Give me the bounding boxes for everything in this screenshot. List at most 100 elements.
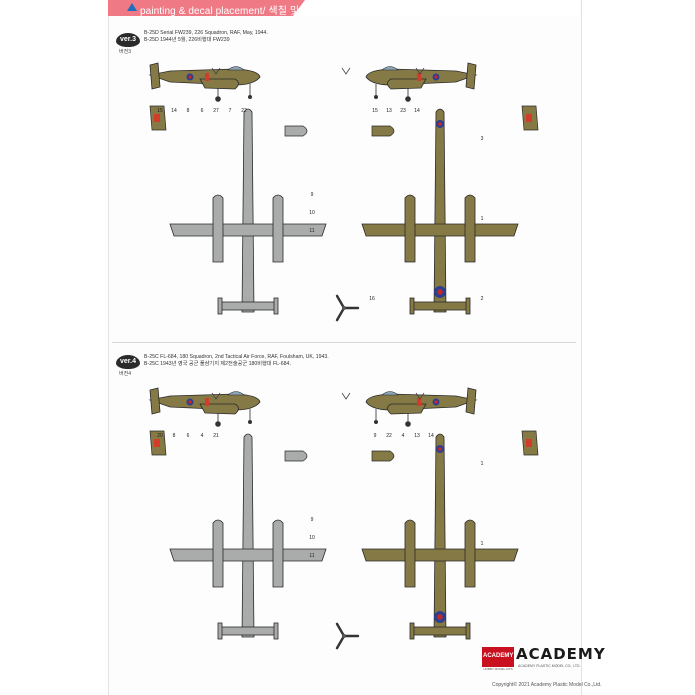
fin-flash: [526, 439, 532, 447]
canopy: [381, 66, 399, 71]
callout-number: 22: [386, 433, 392, 439]
fin-flash: [154, 439, 160, 447]
propeller-hub: [342, 306, 346, 310]
squadron-code-mark: [417, 398, 421, 406]
tail-fin: [217, 622, 223, 640]
engine-nacelle: [464, 194, 476, 263]
fuselage-plan: [241, 433, 255, 638]
logo-text: ACADEMY: [483, 653, 514, 659]
callout-number: 1: [481, 461, 484, 467]
tail-fin: [409, 622, 415, 640]
scheme-caption-en: B-25C FL-684, 180 Squadron, 2nd Tactical…: [144, 354, 329, 360]
main-wing: [361, 223, 519, 237]
callout-number: 8: [173, 433, 176, 439]
nose-wheel: [248, 420, 252, 424]
propeller-blade: [335, 294, 346, 310]
main-wing: [169, 223, 327, 237]
instruction-sheet: [108, 0, 582, 695]
direction-marker: [415, 67, 425, 75]
tail-fin: [465, 62, 477, 90]
callout-number: 14: [414, 108, 420, 114]
roundel-center: [434, 400, 438, 404]
callout-number: 11: [309, 553, 314, 559]
callout-number: 6: [201, 108, 204, 114]
callout-number: 3: [481, 136, 484, 142]
academy-logo-icon: [482, 647, 514, 667]
callout-number: 10: [309, 535, 315, 541]
callout-number: 1: [481, 541, 484, 547]
callout-number: 14: [428, 433, 434, 439]
roundel-center: [438, 447, 442, 451]
tail-fin: [465, 622, 471, 640]
fin-flash: [526, 114, 532, 122]
turret-detail: [371, 450, 395, 462]
callout-number: 15: [372, 108, 378, 114]
wheel: [405, 96, 411, 102]
engine-nacelle: [387, 78, 427, 90]
callout-number: 2: [481, 296, 484, 302]
callout-number: 16: [369, 296, 375, 302]
canopy: [227, 66, 245, 71]
roundel-center: [188, 400, 192, 404]
engine-nacelle: [272, 194, 284, 263]
engine-nacelle: [404, 194, 416, 263]
canopy: [381, 391, 399, 396]
callout-number: 13: [386, 108, 392, 114]
scheme-badge-ver4: ver.4: [116, 355, 140, 369]
direction-marker: [341, 67, 351, 75]
squadron-code-mark: [205, 398, 209, 406]
direction-marker: [415, 392, 425, 400]
tail-fin: [273, 297, 279, 315]
nose-wheel: [248, 95, 252, 99]
roundel-center: [438, 122, 442, 126]
squadron-code-mark: [417, 73, 421, 81]
engine-nacelle: [212, 519, 224, 588]
scheme-caption-en: B-25D Serial FW239, 226 Squadron, RAF, M…: [144, 30, 268, 36]
nose-wheel: [374, 95, 378, 99]
fin-flash: [154, 114, 160, 122]
brand-subtitle: ACADEMY PLASTIC MODEL CO., LTD.: [518, 664, 581, 668]
wheel: [215, 96, 221, 102]
direction-marker: [211, 392, 221, 400]
scheme-caption-ko: B-25C 1943년 영국 공군 풀샴기지 제2전술공군 180비행대 FL-…: [144, 361, 291, 367]
roundel-center: [434, 75, 438, 79]
tail-fin: [217, 297, 223, 315]
callout-number: 27: [213, 108, 219, 114]
callout-number: 23: [400, 108, 406, 114]
callout-number: 9: [374, 433, 377, 439]
roundel-center: [188, 75, 192, 79]
header-accent-tail: [293, 0, 305, 16]
brand-wordmark: ACADEMY: [516, 645, 606, 663]
callout-number: 6: [187, 433, 190, 439]
roundel-center: [437, 289, 443, 295]
callout-number: 11: [309, 228, 314, 234]
propeller-blade: [335, 622, 346, 638]
fuselage-plan: [433, 433, 447, 638]
scheme-caption-ko: B-25D 1944년 5월, 226비행대 FW239: [144, 37, 230, 43]
callout-number: 14: [171, 108, 177, 114]
callout-number: 13: [414, 433, 420, 439]
engine-nacelle: [387, 403, 427, 415]
tail-fin: [409, 297, 415, 315]
callout-number: 10: [309, 210, 315, 216]
main-wing: [169, 548, 327, 562]
callout-number: 15: [157, 108, 163, 114]
logo-subtext: HOBBY MODEL KITS: [483, 667, 513, 671]
roundel-center: [437, 614, 443, 620]
engine-nacelle: [272, 519, 284, 588]
propeller-blade: [335, 634, 346, 650]
main-wing: [361, 548, 519, 562]
callout-number: 8: [187, 108, 190, 114]
scheme-badge-sub: 버전3: [119, 49, 131, 55]
fuselage-plan: [433, 108, 447, 313]
callout-number: 4: [201, 433, 204, 439]
engine-nacelle: [199, 78, 239, 90]
tailplane: [411, 626, 469, 636]
callout-number: 20: [157, 433, 163, 439]
callout-number: 9: [311, 192, 314, 198]
callout-number: 21: [213, 433, 219, 439]
callout-number: 4: [402, 433, 405, 439]
turret-detail: [284, 450, 308, 462]
engine-nacelle: [464, 519, 476, 588]
